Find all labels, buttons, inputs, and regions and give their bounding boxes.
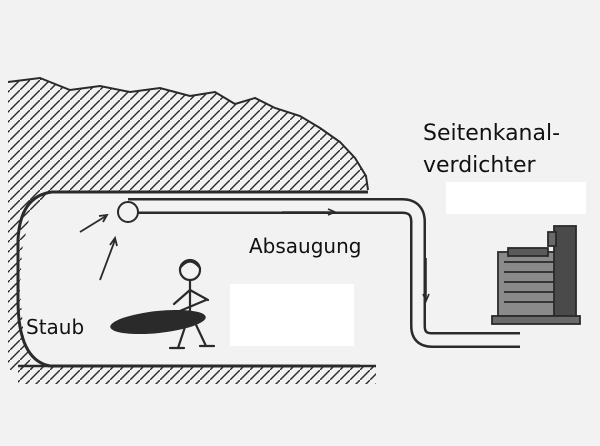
tunnel-wall bbox=[16, 190, 368, 368]
dust-label: Staub bbox=[26, 315, 85, 339]
blower-label: Seitenkanal- verdichter bbox=[423, 118, 560, 182]
suction-duct-inner bbox=[128, 200, 520, 346]
dust-arrows bbox=[79, 213, 118, 281]
blower-label-line1: Seitenkanal- bbox=[423, 121, 561, 146]
tunnel-floor bbox=[18, 366, 376, 384]
flow-arrow-top bbox=[282, 208, 338, 216]
rock-ceiling bbox=[8, 78, 368, 370]
blank-box-right bbox=[446, 182, 586, 214]
side-channel-blower bbox=[491, 225, 581, 325]
duct-intake-opening bbox=[117, 201, 139, 223]
blower-label-line2: verdichter bbox=[423, 153, 536, 178]
rock-ceiling-outline bbox=[7, 76, 369, 191]
suction-label: Absaugung bbox=[249, 234, 362, 258]
blank-box-center bbox=[230, 284, 354, 346]
flow-arrow-down bbox=[422, 258, 430, 304]
worker-figure bbox=[128, 258, 216, 350]
dust-cloud bbox=[110, 309, 206, 335]
